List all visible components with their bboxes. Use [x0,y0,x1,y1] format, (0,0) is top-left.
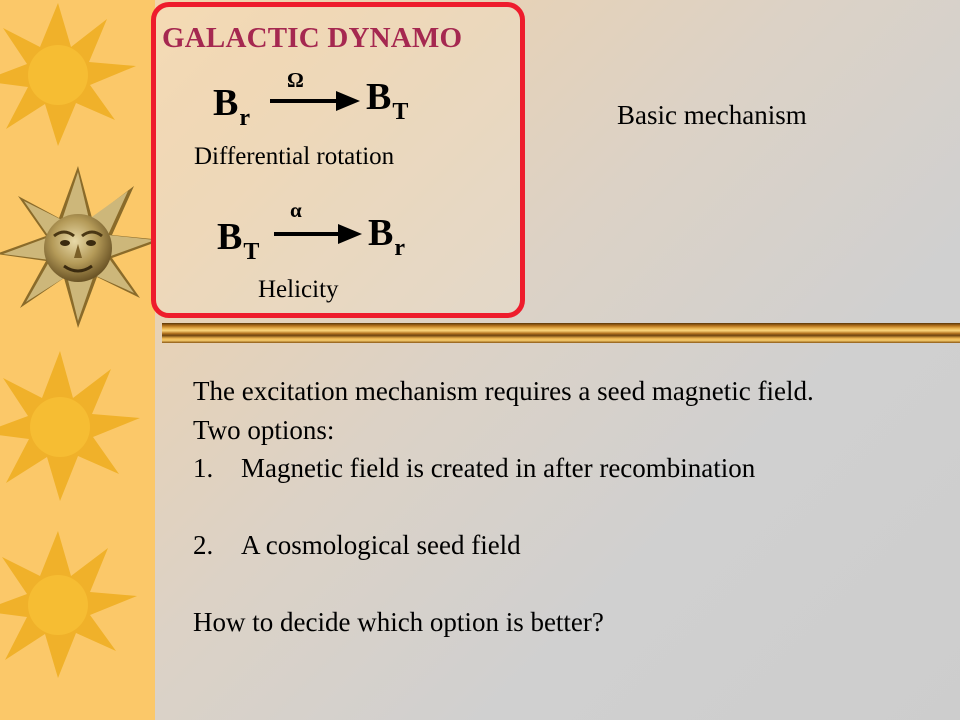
sidebar-suns [0,3,155,678]
arrow-right-icon [274,224,362,244]
sun-icon [0,3,136,146]
spacer [193,565,953,604]
row2-to-symbol: Br [368,214,405,260]
row1-to-base: B [366,76,392,118]
row2-from-base: B [217,216,243,258]
row2-operator: α [290,198,302,222]
body-line-2: Two options: [193,414,335,445]
option-1-text: Magnetic field is created in after recom… [241,453,756,483]
question: How to decide which option is better? [193,607,604,637]
row2-from-sub: T [243,239,260,265]
arrow-right-icon [270,91,360,111]
option-2: 2. A cosmological seed field [193,526,953,565]
row1-to-symbol: BT [366,78,408,124]
option-1-number: 1. [193,453,214,483]
sidebar-decoration [0,0,155,720]
sun-face-icon [0,166,155,328]
option-1: 1. Magnetic field is created in after rec… [193,449,953,488]
body-text: The excitation mechanism requires a seed… [193,372,953,642]
option-2-number: 2. [193,530,214,560]
box-title: GALACTIC DYNAMO [162,22,463,54]
gold-divider [162,323,960,343]
option-2-text: A cosmological seed field [241,530,521,560]
row1-from-sub: r [239,105,251,131]
row2-to-sub: r [394,235,406,261]
basic-mechanism-label: Basic mechanism [617,100,807,130]
galactic-dynamo-box [151,2,525,318]
row1-from-base: B [213,82,239,124]
row1-from-symbol: Br [213,84,250,130]
row1-caption: Differential rotation [194,143,395,170]
row2-from-symbol: BT [217,218,259,264]
body-line-1: The excitation mechanism requires a seed… [193,376,814,406]
sun-icon [0,531,137,678]
spacer [193,488,953,527]
sun-icon [0,351,140,501]
row2-to-base: B [368,212,394,254]
row1-operator: Ω [287,68,304,92]
row1-to-sub: T [392,99,409,125]
row2-caption: Helicity [258,276,339,303]
